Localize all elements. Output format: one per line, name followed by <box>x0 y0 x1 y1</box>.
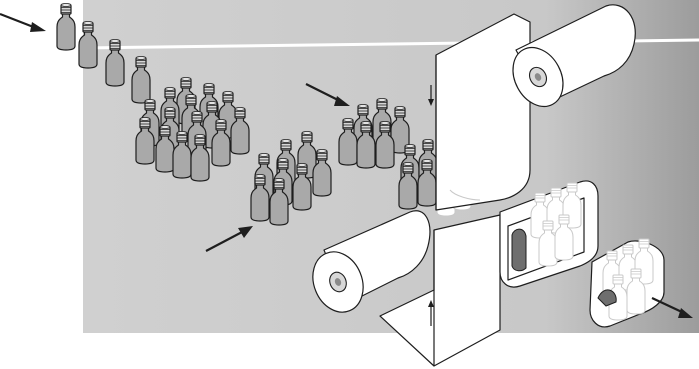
flow-arrow-icon <box>305 83 350 106</box>
film-roll-bottom <box>312 210 431 313</box>
flow-arrow-icon <box>651 297 693 318</box>
shrink-pack-icon <box>589 238 665 328</box>
flow-arrow-icon <box>0 12 46 32</box>
film-wrapped-tunnel <box>499 180 599 288</box>
flow-arrow-icon <box>428 300 434 326</box>
flow-arrows <box>0 12 693 326</box>
flow-arrow-icon <box>428 85 434 106</box>
bottle-icon <box>56 2 76 51</box>
flow-arrow-icon <box>205 226 253 252</box>
film-roll-top <box>512 4 636 108</box>
